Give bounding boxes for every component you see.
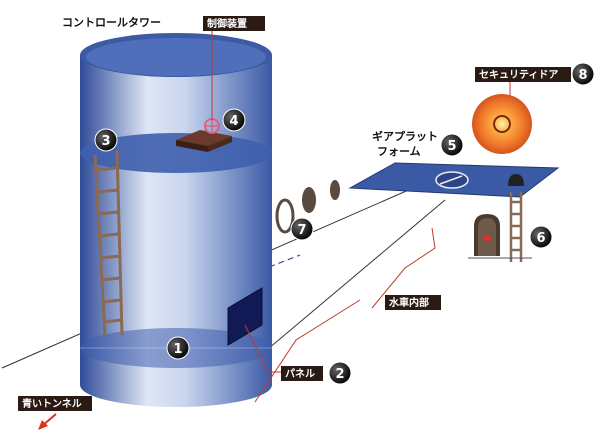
svg-text:制御装置: 制御装置 xyxy=(207,17,247,30)
svg-text:3: 3 xyxy=(101,134,110,149)
ring-icon xyxy=(275,198,295,234)
small-door xyxy=(474,214,500,256)
svg-text:青いトンネル: 青いトンネル xyxy=(22,397,82,410)
marker-8[interactable]: 8 xyxy=(571,62,595,86)
tower-ladder xyxy=(93,149,124,336)
svg-text:4: 4 xyxy=(229,114,238,129)
label-control-tower: コントロールタワー xyxy=(62,16,161,29)
exterior-ladder xyxy=(509,192,523,262)
marker-2[interactable]: 2 xyxy=(328,361,352,385)
disk-icon xyxy=(302,187,316,213)
svg-text:セキュリティドア: セキュリティドア xyxy=(479,69,558,81)
door-light-icon xyxy=(483,234,491,242)
tag-security-door: セキュリティドア xyxy=(475,67,571,82)
svg-text:5: 5 xyxy=(447,139,456,154)
tag-waterwheel-interior: 水車内部 xyxy=(385,295,441,310)
label-gear-platform-1: ギアプラット xyxy=(372,129,438,143)
svg-text:1: 1 xyxy=(173,342,182,357)
svg-text:7: 7 xyxy=(297,223,306,238)
disk-icon xyxy=(330,180,340,200)
svg-text:水車内部: 水車内部 xyxy=(388,296,429,309)
ladder-hatch-icon[interactable] xyxy=(508,174,524,186)
tower-top-inner xyxy=(86,38,266,76)
label-gear-platform-2: フォーム xyxy=(377,145,421,158)
wall-panel[interactable] xyxy=(227,287,263,346)
security-door[interactable] xyxy=(472,94,532,154)
marker-3[interactable]: 3 xyxy=(94,128,118,152)
tag-blue-tunnel: 青いトンネル xyxy=(18,396,92,411)
marker-5[interactable]: 5 xyxy=(440,133,464,157)
gear-platform xyxy=(348,162,560,198)
arrow-down-left-icon xyxy=(38,413,57,430)
svg-text:6: 6 xyxy=(536,231,545,246)
marker-4[interactable]: 4 xyxy=(222,108,246,132)
gear-rings xyxy=(275,180,340,234)
marker-6[interactable]: 6 xyxy=(529,225,553,249)
control-device xyxy=(176,118,232,152)
marker-1[interactable]: 1 xyxy=(166,336,190,360)
svg-text:パネル: パネル xyxy=(285,368,315,380)
tag-control-device: 制御装置 xyxy=(203,16,265,31)
tag-panel: パネル xyxy=(281,366,323,381)
marker-7[interactable]: 7 xyxy=(290,217,314,241)
svg-text:8: 8 xyxy=(578,68,587,83)
svg-text:2: 2 xyxy=(335,367,344,382)
